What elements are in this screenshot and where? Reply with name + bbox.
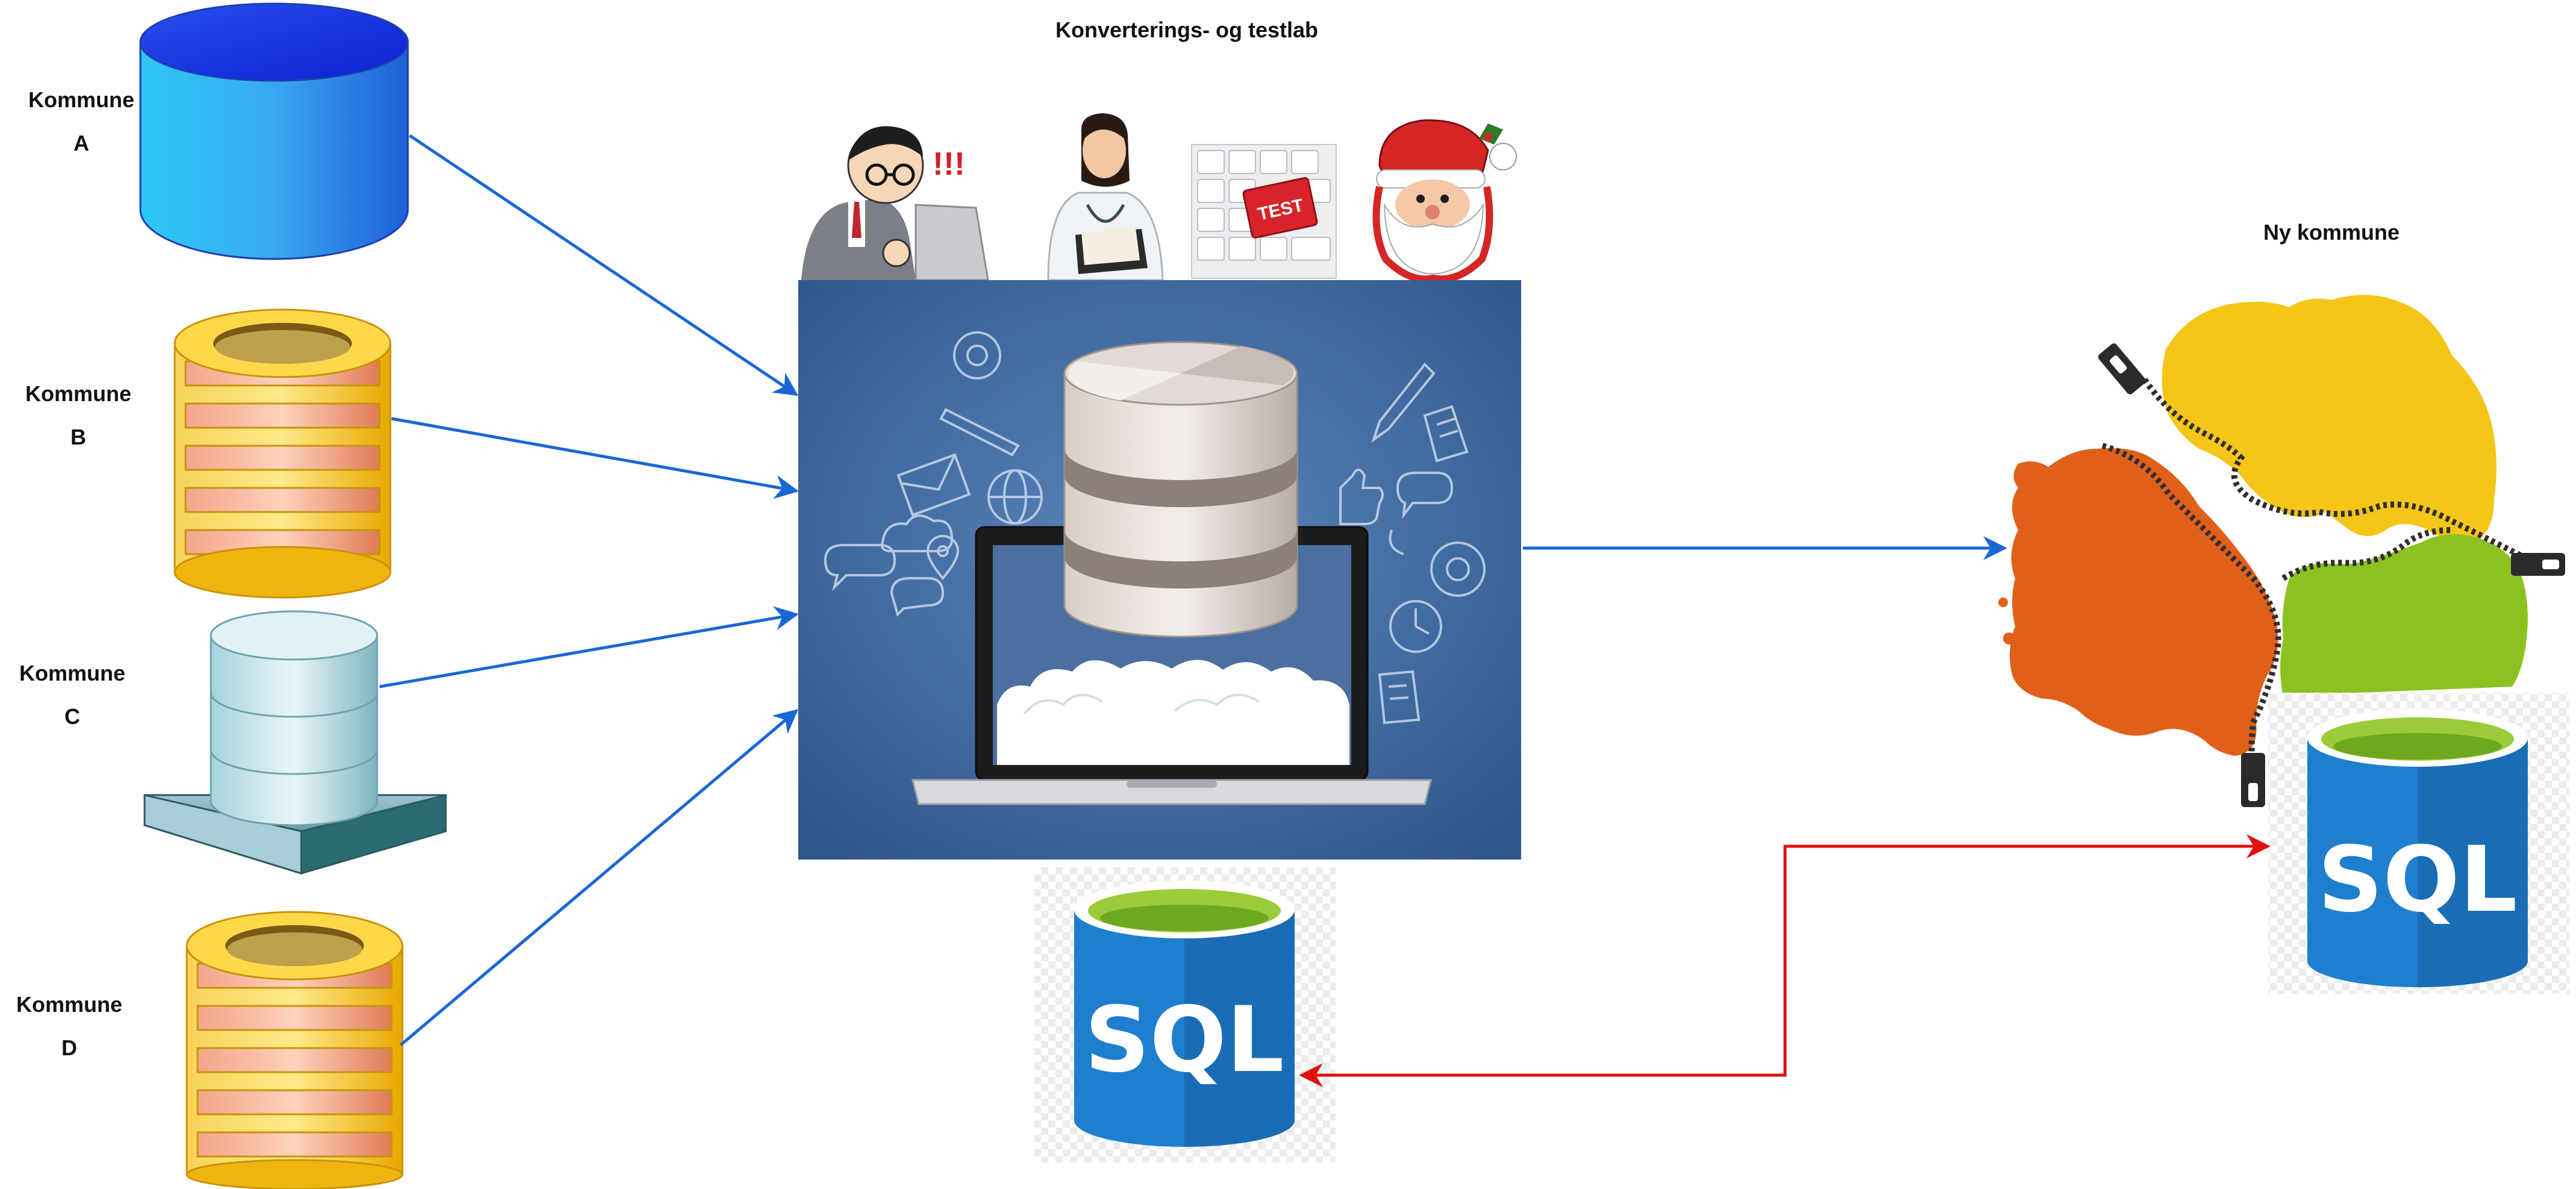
document-icon: [1423, 405, 1469, 463]
target-title: Ny kommune: [2263, 220, 2400, 245]
arrow-b-to-lab: [391, 417, 799, 499]
chat-bubble-icon: [824, 544, 896, 591]
zipper-pull-icon: [2511, 553, 2565, 576]
source-label-b: Kommune B: [9, 372, 148, 459]
magnet-icon: [1389, 529, 1404, 555]
thumbs-up-icon: [1339, 469, 1384, 525]
clock-icon: [1389, 600, 1442, 653]
arrow-c-to-lab: [379, 606, 799, 688]
gold-disk-stack-database-icon: [186, 911, 404, 1189]
source-label-c-line2: C: [64, 704, 80, 729]
gear-icon: [1430, 541, 1486, 597]
source-arrows: [379, 134, 799, 1046]
keyboard-test-key-icon: TEST: [1191, 144, 1337, 279]
globe-icon: [987, 469, 1043, 525]
merged-municipality-map-icon: [1998, 295, 2565, 807]
chat-bubble-icon: [890, 577, 945, 617]
pencil-icon: [939, 408, 1020, 457]
conversion-lab-panel: [798, 280, 1521, 860]
sql-database-icon: SQL: [2268, 693, 2569, 994]
arrow-a-to-lab: [408, 134, 799, 396]
gear-icon: [953, 331, 1001, 379]
source-label-c: Kommune C: [3, 652, 142, 738]
sql-database-icon: SQL: [1034, 867, 1336, 1162]
sql-label: SQL: [2318, 828, 2517, 932]
source-label-d-line1: Kommune: [16, 992, 122, 1017]
arrow-d-to-lab: [399, 709, 799, 1046]
cloud-icon: [881, 514, 954, 552]
glass-database-on-base-icon: [143, 610, 447, 875]
location-pin-icon: [926, 535, 960, 581]
blue-cylinder-database-icon: [139, 2, 409, 260]
sync-arrow-sql-to-sql: [1299, 834, 2271, 1087]
source-label-b-line2: B: [70, 425, 86, 449]
source-label-c-line1: Kommune: [19, 661, 125, 685]
zipper-pull-icon: [2241, 753, 2265, 807]
gold-disk-stack-database-icon: [174, 308, 392, 599]
central-database-icon: [1063, 341, 1298, 638]
svg-text:!!!: !!!: [933, 146, 965, 182]
envelope-icon: [896, 453, 971, 517]
lab-title: Konverterings- og testlab: [1055, 17, 1319, 42]
source-label-a-line1: Kommune: [28, 87, 134, 112]
doctor-with-clipboard-icon: [1047, 113, 1164, 281]
worried-programmer-icon: !!!: [801, 126, 989, 281]
document-icon: [1378, 670, 1421, 725]
source-label-a: Kommune A: [12, 78, 151, 165]
chat-bubble-icon: [1396, 472, 1454, 519]
source-label-d-line2: D: [61, 1035, 77, 1060]
source-label-a-line2: A: [73, 131, 89, 155]
santa-claus-icon: [1372, 119, 1517, 283]
sql-label: SQL: [1084, 988, 1284, 1093]
source-label-b-line1: Kommune: [25, 381, 131, 406]
zipper-pull-icon: [2098, 343, 2146, 395]
source-label-d: Kommune D: [0, 983, 139, 1070]
pencil-icon: [1371, 362, 1436, 443]
